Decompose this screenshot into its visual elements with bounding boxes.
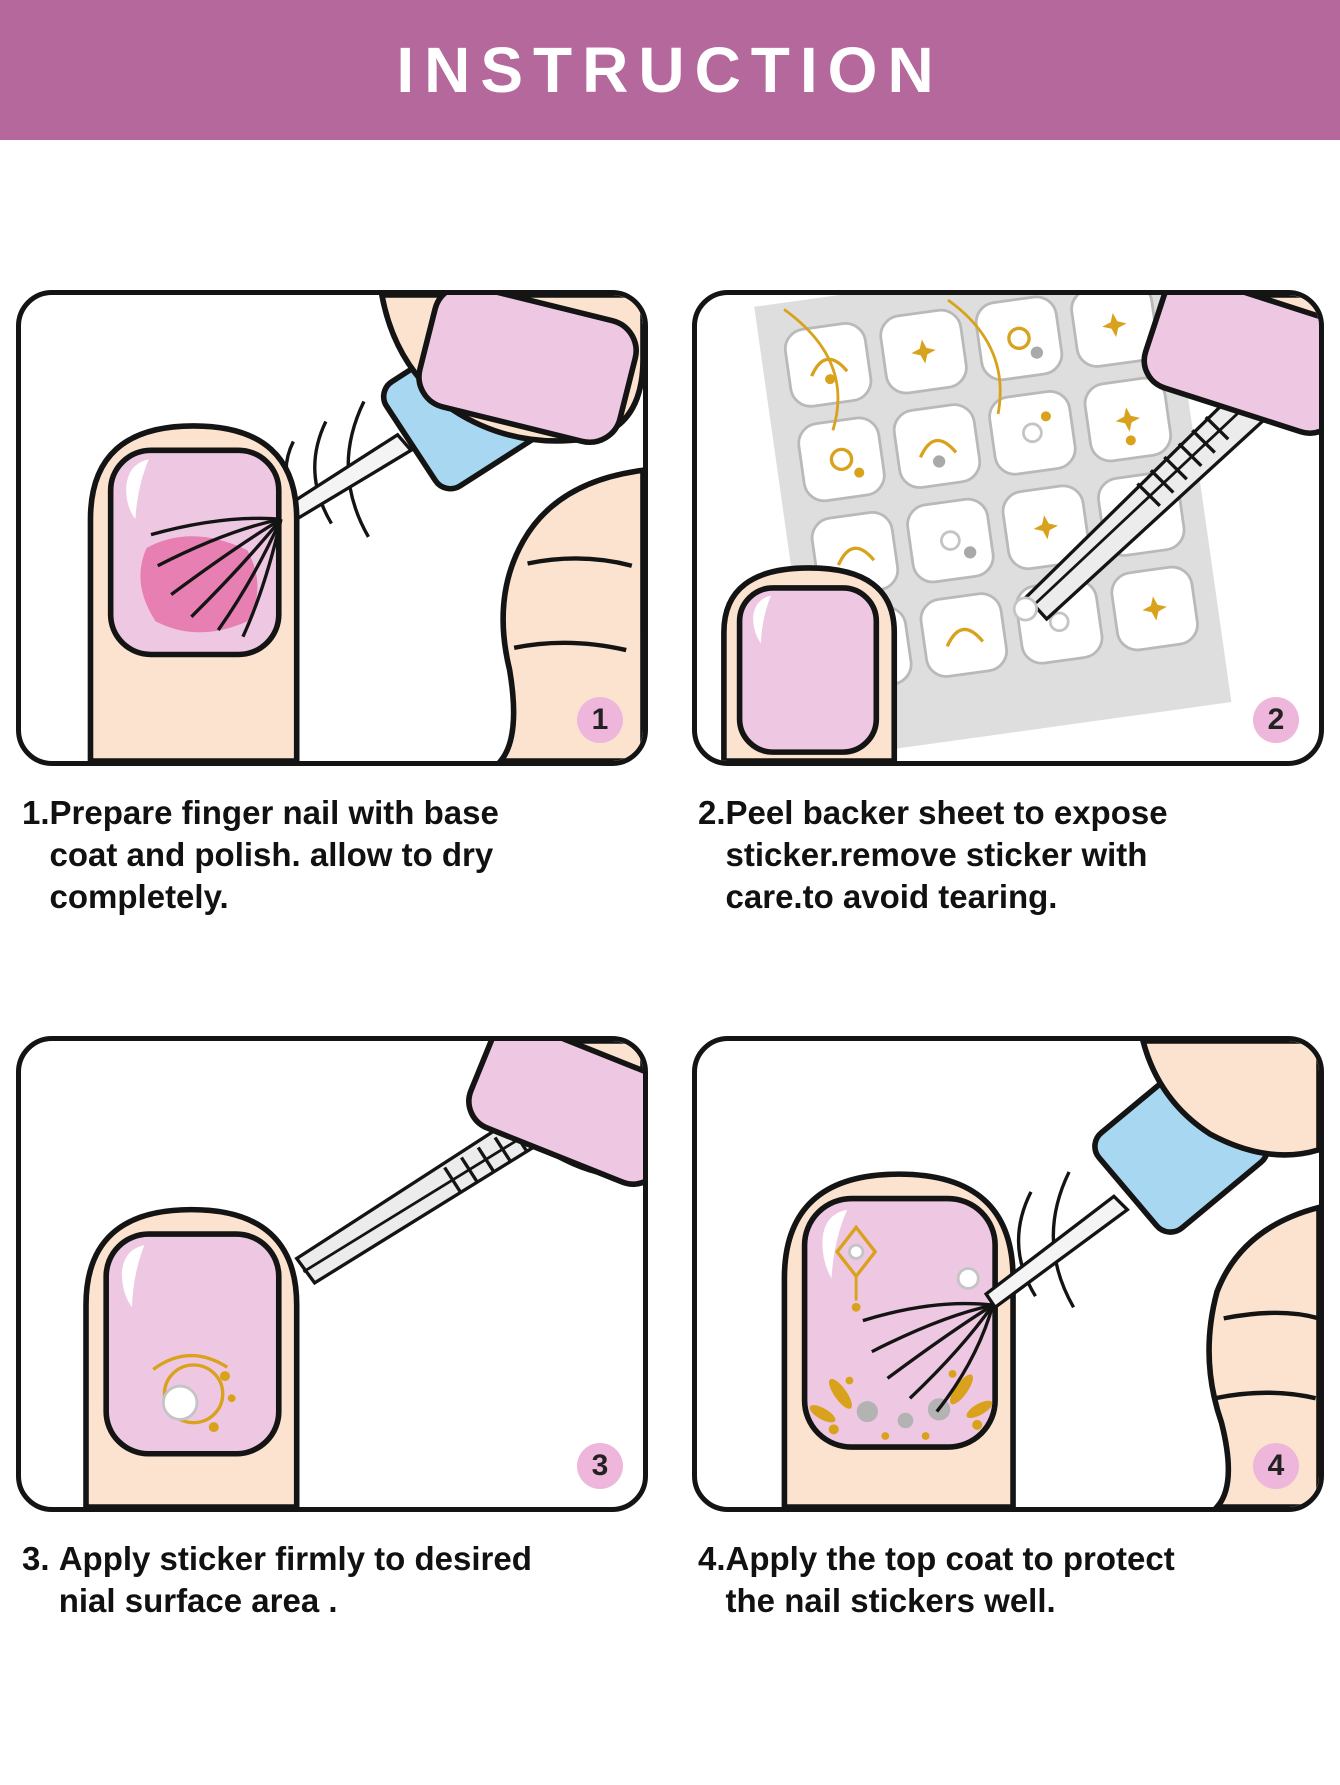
step1-illustration: [87, 295, 643, 761]
step1-badge: 1: [577, 697, 623, 743]
finger-nail: [87, 423, 300, 761]
step3-text: Apply sticker firmly to desired nial sur…: [58, 1539, 532, 1619]
step-1: 1 1.Prepare finger nail with base coat a…: [16, 290, 648, 918]
step-4: 4 4.Apply the top coat to protect the na…: [692, 1035, 1324, 1622]
step1-number: 1.: [22, 794, 50, 831]
finger-nail: [781, 1171, 1016, 1507]
thumb: [1140, 1040, 1319, 1158]
step3-caption: 3. Apply sticker firmly to desired nial …: [16, 1538, 648, 1622]
step1-panel: 1: [16, 290, 648, 766]
brush-strokes: [150, 516, 283, 638]
step4-illustration: [781, 1040, 1319, 1507]
header-banner: INSTRUCTION: [0, 0, 1340, 140]
step1-text: Prepare finger nail with base coat and p…: [49, 794, 499, 915]
motion-arcs: [1016, 1170, 1076, 1308]
finger-nail: [721, 565, 898, 761]
thumb: [466, 1040, 643, 1187]
step4-number: 4.: [698, 1539, 726, 1577]
hand: [497, 467, 643, 761]
step2-illustration: [721, 295, 1319, 761]
step3-panel: 3: [16, 1035, 648, 1512]
step-2: 2 2.Peel backer sheet to expose sticker.…: [692, 290, 1324, 918]
step2-badge: 2: [1253, 697, 1299, 743]
step2-text: Peel backer sheet to expose sticker.remo…: [725, 794, 1168, 915]
step-3: 3 3. Apply sticker firmly to desired nia…: [16, 1035, 648, 1622]
thumb: [1141, 295, 1319, 436]
brush-strokes: [862, 1266, 995, 1413]
nail-sticker-design: [152, 1353, 236, 1432]
step3-illustration: [83, 1040, 643, 1507]
steps-grid: 1 1.Prepare finger nail with base coat a…: [0, 290, 1340, 1622]
step4-panel: 4: [692, 1035, 1324, 1512]
step3-badge: 3: [577, 1442, 623, 1489]
step4-text: Apply the top coat to protect the nail s…: [725, 1539, 1175, 1619]
step2-panel: 2: [692, 290, 1324, 766]
finger-nail: [83, 1206, 300, 1507]
page-title: INSTRUCTION: [396, 34, 944, 106]
step1-caption: 1.Prepare finger nail with base coat and…: [16, 792, 648, 918]
thumb: [379, 295, 643, 445]
step3-number: 3.: [22, 1539, 59, 1577]
step4-caption: 4.Apply the top coat to protect the nail…: [692, 1538, 1324, 1622]
step2-caption: 2.Peel backer sheet to expose sticker.re…: [692, 792, 1324, 918]
hand: [1206, 1204, 1319, 1507]
step2-number: 2.: [698, 794, 726, 831]
step4-badge: 4: [1253, 1442, 1299, 1489]
